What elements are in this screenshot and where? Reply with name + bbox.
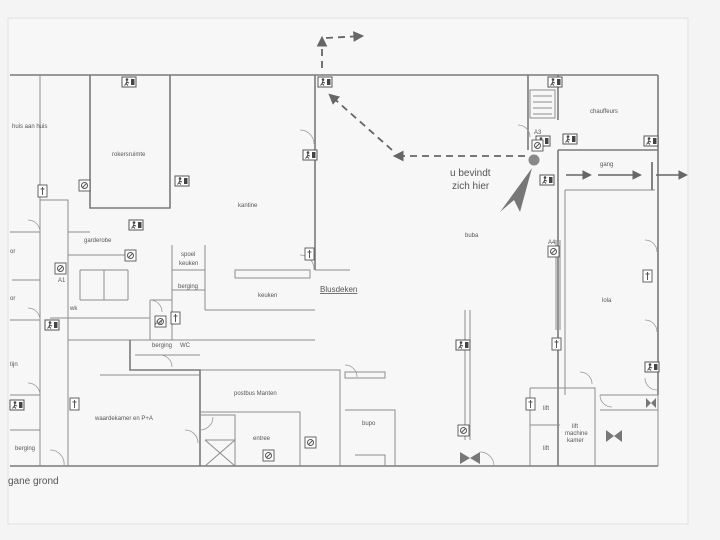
label-huis: huis aan huis bbox=[12, 124, 47, 130]
label-kantine: kantine bbox=[238, 203, 258, 209]
door-swings bbox=[27, 124, 658, 467]
label-spoel: spoel bbox=[181, 252, 195, 258]
label-lift-1: lift bbox=[543, 406, 549, 412]
central-walls bbox=[12, 269, 396, 467]
label-lola: lola bbox=[602, 298, 612, 304]
you-are-here-line1: u bevindt bbox=[450, 168, 491, 179]
label-waardekamer: waardekamer en P+A bbox=[94, 416, 153, 422]
label-liftmachine-1: lift bbox=[572, 424, 578, 430]
label-rokersruimte: rokersruimte bbox=[112, 152, 146, 158]
label-chauffeurs: chauffeurs bbox=[590, 109, 618, 115]
mark-a2: A2 bbox=[155, 321, 163, 327]
escape-route bbox=[316, 31, 688, 190]
building-outline bbox=[10, 74, 659, 467]
mark-a3: A3 bbox=[534, 130, 542, 136]
floor-label: gane grond bbox=[8, 476, 59, 487]
room-labels: huis aan huis rokersruimte kantine garde… bbox=[10, 109, 618, 452]
label-lift-2: lift bbox=[543, 446, 549, 452]
label-edge-or-2: or bbox=[10, 296, 15, 302]
label-blusdeken: Blusdeken bbox=[320, 285, 357, 294]
left-zone-walls bbox=[10, 75, 315, 466]
label-wc: WC bbox=[180, 343, 191, 349]
label-wk: wk bbox=[69, 306, 78, 312]
zone-marks: A1 A2 A3 A4 bbox=[58, 130, 556, 327]
label-buba: buba bbox=[465, 233, 479, 239]
label-bupo: bupo bbox=[362, 421, 376, 427]
label-spoelkeuken: keuken bbox=[179, 261, 198, 267]
label-gang: gang bbox=[600, 162, 613, 168]
label-edge-or-1: or bbox=[10, 249, 15, 255]
label-berging-small: berging bbox=[178, 284, 198, 290]
right-zone-walls bbox=[464, 89, 659, 466]
paper-sheet bbox=[7, 17, 689, 525]
you-are-here-line2: zich hier bbox=[452, 181, 490, 192]
valve-icons bbox=[460, 398, 656, 464]
you-are-here-pointer-icon bbox=[500, 154, 540, 212]
label-liftmachine-2: machine bbox=[565, 431, 588, 437]
label-garderobe: garderobe bbox=[84, 238, 112, 244]
label-liftmachine-3: kamer bbox=[567, 438, 584, 444]
label-entree: entree bbox=[253, 436, 271, 442]
label-keuken: keuken bbox=[258, 293, 277, 299]
label-postbus: postbus Manten bbox=[234, 391, 277, 397]
label-berging-left: berging bbox=[15, 446, 35, 452]
label-berging-wc: berging bbox=[152, 343, 172, 349]
label-edge-tijn: tijn bbox=[10, 362, 18, 368]
mark-a4: A4 bbox=[548, 240, 556, 246]
mark-a1: A1 bbox=[58, 278, 66, 284]
